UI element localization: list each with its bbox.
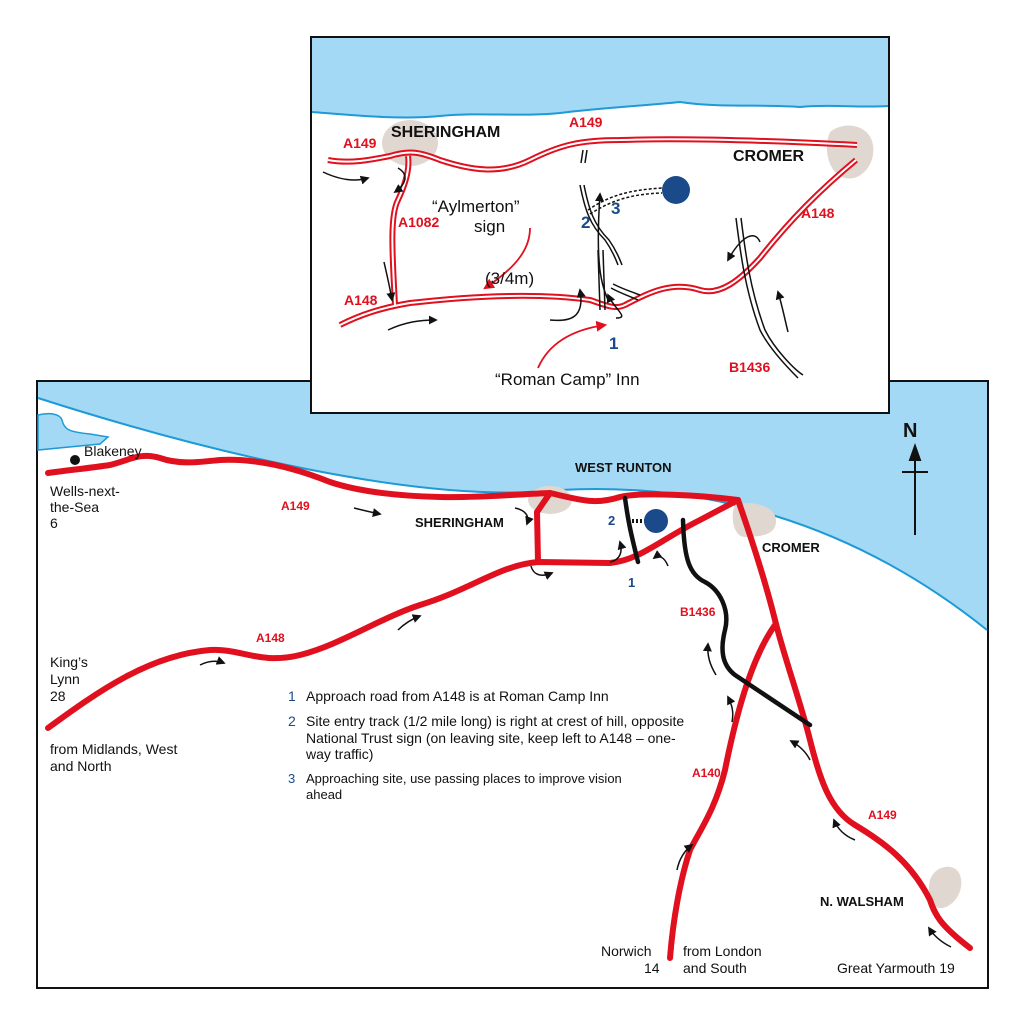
arrow (530, 565, 554, 580)
label-kings-lynn-distance: 28 (50, 688, 66, 704)
label-sheringham: SHERINGHAM (415, 515, 504, 530)
inset-site-track-upper (587, 187, 663, 211)
note-number: 1 (288, 688, 296, 704)
inset-site-track-lower (589, 192, 663, 215)
arrow (397, 614, 422, 631)
inset-label-cromer: CROMER (733, 148, 805, 165)
label-wells-1: Wells-next- (50, 483, 120, 499)
arrow (727, 695, 736, 723)
inset-cromer-area (826, 125, 874, 179)
estuary (37, 412, 110, 451)
road-sheringham-link (534, 490, 553, 565)
note-number: 2 (288, 712, 296, 729)
inset-sea (312, 38, 888, 118)
road-label-a140: A140 (692, 766, 721, 780)
arrow (199, 656, 226, 666)
label-cromer: CROMER (762, 540, 820, 555)
note-number: 3 (288, 771, 296, 787)
arrow (832, 818, 856, 841)
road-a148 (45, 497, 741, 731)
blakeney-dot (70, 455, 80, 465)
arrow (652, 550, 669, 567)
arrow (702, 642, 717, 676)
arrow (514, 507, 534, 526)
sea-area (38, 382, 987, 630)
road-label-a149-south: A149 (868, 808, 897, 822)
site-marker (644, 509, 668, 533)
inset-marker-2: 2 (581, 213, 591, 232)
road-minor-site (622, 495, 641, 565)
label-n-walsham: N. WALSHAM (820, 894, 904, 909)
label-kings-lynn-2: Lynn (50, 671, 80, 687)
arrow (609, 540, 627, 563)
inset-marker-1: 1 (609, 334, 619, 353)
arrow (928, 926, 952, 948)
note-text: Site entry track (1/2 mile long) is righ… (306, 712, 685, 763)
inset-label-aylmerton: “Aylmerton” (432, 197, 520, 216)
label-midlands-1: from Midlands, West (50, 741, 178, 757)
n-walsham-area (928, 866, 962, 909)
road-label-a149-west: A149 (281, 499, 310, 513)
road-a149-west (45, 452, 741, 505)
road-label-a148: A148 (256, 631, 285, 645)
label-blakeney: Blakeney (84, 443, 142, 459)
label-west-runton: WEST RUNTON (575, 460, 672, 475)
arrow (676, 843, 694, 871)
label-london-1: from London (683, 943, 762, 959)
label-wells-2: the-Sea (50, 499, 100, 515)
directions-notes: 1 Approach road from A148 is at Roman Ca… (288, 688, 708, 810)
marker-1: 1 (628, 575, 636, 590)
arrow (789, 740, 811, 761)
label-midlands-2: and North (50, 758, 112, 774)
north-arrow-icon (902, 443, 928, 535)
inset-road-a1082: A1082 (398, 214, 440, 230)
road-label-b1436: B1436 (680, 605, 716, 619)
road-b1436 (680, 517, 813, 728)
note-item: 1 Approach road from A148 is at Roman Ca… (288, 688, 708, 705)
marker-2: 2 (608, 513, 616, 528)
note-item: 3 Approaching site, use passing places t… (288, 771, 648, 802)
inset-road-a148-right: A148 (801, 205, 835, 221)
inset-road-a148-left: A148 (344, 292, 378, 308)
inset-label-roman-camp: “Roman Camp” Inn (495, 370, 640, 389)
label-great-yarmouth: Great Yarmouth 19 (837, 960, 955, 976)
inset-site-marker (662, 176, 690, 204)
inset-label-aylmerton-sign: sign (474, 217, 506, 236)
inset-coastline (311, 100, 889, 119)
label-london-2: and South (683, 960, 747, 976)
label-wells-distance: 6 (50, 515, 58, 531)
note-item: 2 Site entry track (1/2 mile long) is ri… (288, 713, 688, 763)
note-text: Approach road from A148 is at Roman Camp… (306, 688, 609, 704)
note-text: Approaching site, use passing places to … (306, 771, 622, 802)
inset-label-distance: (3/4m) (485, 269, 535, 288)
inset-road-b1436: B1436 (729, 359, 771, 375)
arrow (353, 507, 382, 518)
north-label: N (903, 420, 918, 442)
inset-road-a149-left: A149 (343, 135, 377, 151)
inset-road-a149-top: A149 (569, 114, 603, 130)
road-a149-cromer-south (735, 497, 973, 951)
inset-label-sheringham: SHERINGHAM (391, 124, 501, 141)
label-norwich-distance: 14 (644, 960, 660, 976)
label-kings-lynn-1: King’s (50, 654, 88, 670)
label-norwich: Norwich (601, 943, 652, 959)
inset-marker-3: 3 (611, 199, 621, 218)
